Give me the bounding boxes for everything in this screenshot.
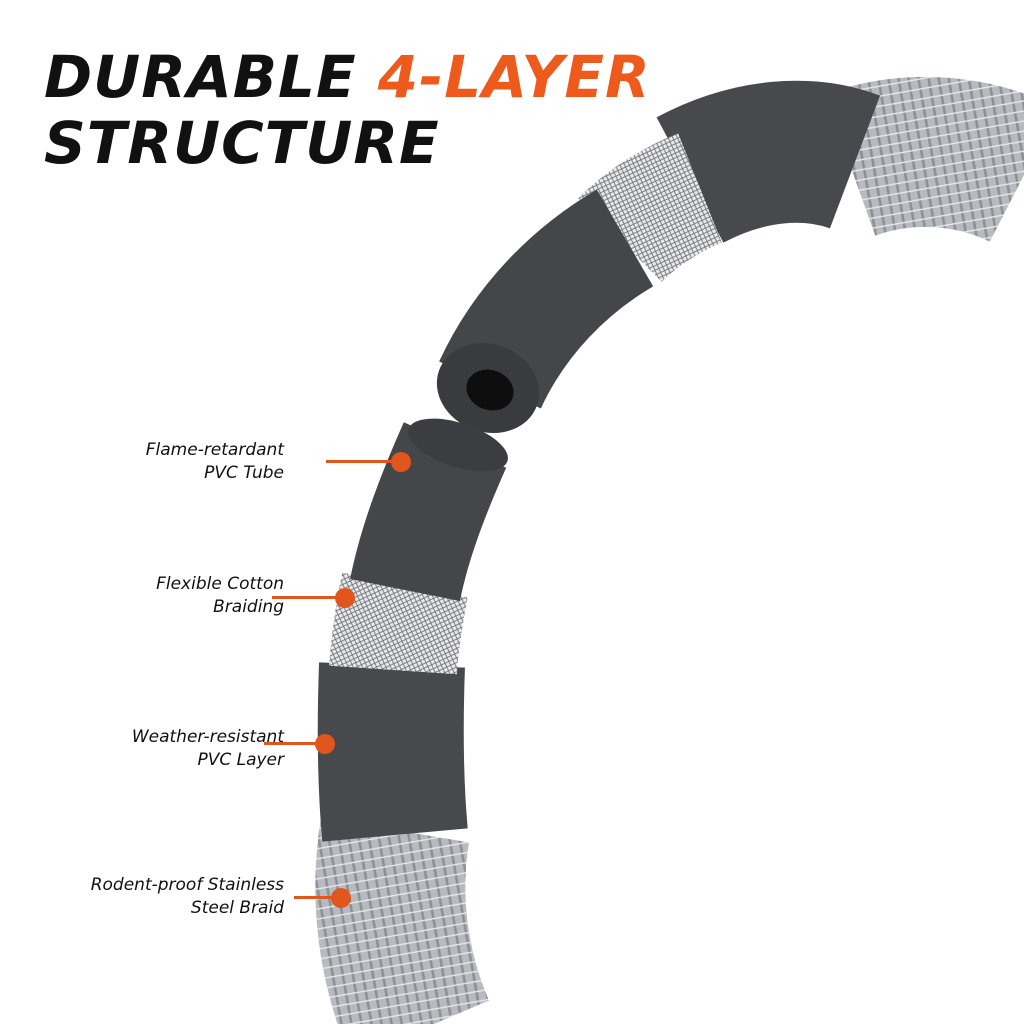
upper-weather-layer [656, 80, 881, 244]
callout-cotton-braiding-line1: Flexible Cotton [156, 574, 284, 594]
headline: DURABLE 4-LAYER STRUCTURE [44, 44, 651, 176]
lower-weather-layer [317, 662, 468, 842]
lower-tube-end [408, 418, 508, 472]
headline-line1-accent: 4-LAYER [377, 43, 651, 111]
callout-cotton-braiding-line2: Braiding [213, 597, 284, 617]
callout-steel-braid-line2: Steel Braid [190, 898, 284, 918]
lower-cotton-braid [329, 572, 468, 675]
callout-steel-braid-line1: Rodent-proof Stainless [90, 875, 284, 895]
callout-label-steel-braid: Rodent-proof Stainless Steel Braid [91, 874, 284, 920]
upper-tube-bore [466, 369, 514, 411]
headline-line1-plain: DURABLE [44, 43, 378, 111]
callout-dot-steel-braid [331, 888, 351, 908]
callout-leader-weather-layer [264, 742, 316, 745]
callout-dot-pvc-tube [391, 452, 411, 472]
callout-label-pvc-tube: Flame-retardant PVC Tube [146, 439, 284, 485]
callout-leader-steel-braid [294, 896, 332, 899]
upper-steel-braid [824, 76, 1024, 243]
lower-inner-tube [350, 422, 507, 602]
callout-leader-cotton-braiding [272, 596, 336, 599]
callout-label-cotton-braiding: Flexible Cotton Braiding [156, 573, 284, 619]
callout-label-weather-layer: Weather-resistant PVC Layer [132, 726, 284, 772]
upper-cotton-braid [578, 133, 723, 283]
callout-weather-layer-line2: PVC Layer [197, 750, 284, 770]
callout-weather-layer-line1: Weather-resistant [131, 727, 284, 747]
callout-leader-pvc-tube [326, 460, 392, 463]
callout-pvc-tube-line1: Flame-retardant [145, 440, 284, 460]
lower-steel-braid [315, 817, 490, 1024]
callout-pvc-tube-line2: PVC Tube [204, 463, 284, 483]
headline-line2: STRUCTURE [44, 109, 440, 177]
callout-dot-weather-layer [315, 734, 335, 754]
callout-dot-cotton-braiding [335, 588, 355, 608]
